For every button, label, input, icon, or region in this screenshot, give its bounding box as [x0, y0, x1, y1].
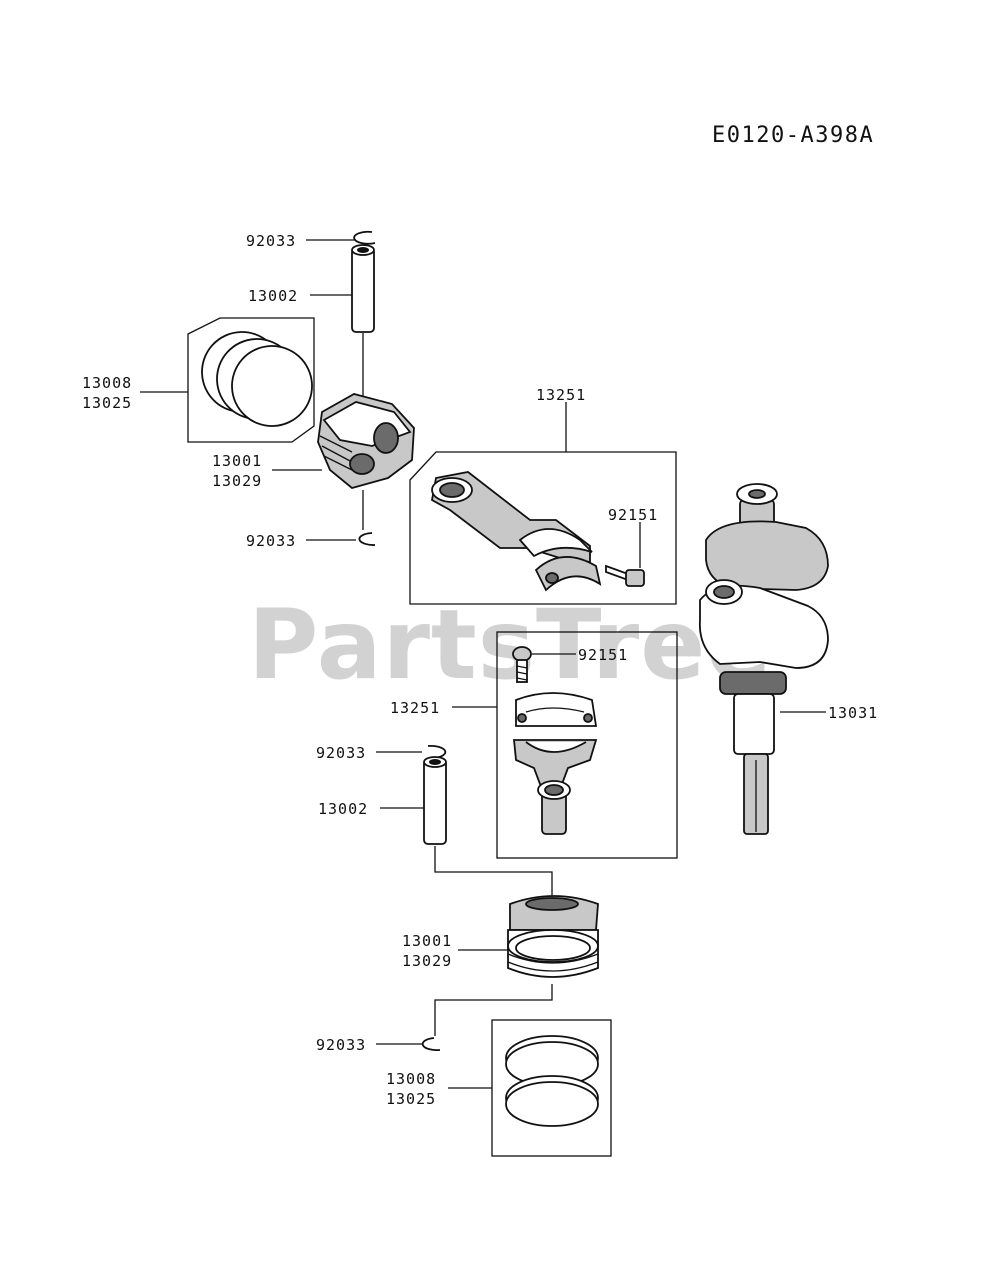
connecting-rod-top-part[interactable]: [430, 471, 602, 592]
rod-assy-top-box: [409, 451, 677, 605]
piston-pin-low-part[interactable]: [423, 756, 447, 845]
connecting-rod-mid-part[interactable]: [513, 692, 598, 835]
label-piston-top-a[interactable]: 13001: [212, 452, 262, 470]
watermark: PartsTree: [248, 589, 772, 701]
label-crankshaft[interactable]: 13031: [828, 704, 878, 722]
crankshaft-part[interactable]: [698, 483, 829, 835]
piston-top-part[interactable]: [317, 393, 415, 489]
leader-piston-to-circlip-low: [434, 984, 553, 1036]
leader-pin-to-piston-low: [434, 846, 553, 896]
rod-bolt-mid-part[interactable]: [512, 646, 532, 683]
rod-bolt-top-part[interactable]: [605, 564, 645, 587]
piston-pin-top-part[interactable]: [351, 244, 375, 333]
label-piston-top-b[interactable]: 13029: [212, 472, 262, 490]
label-circlip-low[interactable]: 92033: [316, 744, 366, 762]
label-rings-low-a[interactable]: 13008: [386, 1070, 436, 1088]
circlip-top-part[interactable]: [353, 230, 376, 245]
diagram-code: E0120-A398A: [712, 123, 874, 148]
label-pin-low[interactable]: 13002: [318, 800, 368, 818]
label-rod-assy-mid[interactable]: 13251: [390, 699, 440, 717]
label-circlip-bottom[interactable]: 92033: [316, 1036, 366, 1054]
label-piston-low-a[interactable]: 13001: [402, 932, 452, 950]
circlip-bottom-part[interactable]: [421, 1037, 441, 1052]
piston-rings-low-part[interactable]: [505, 1035, 599, 1127]
circlip-mid-part[interactable]: [358, 532, 376, 546]
piston-low-part[interactable]: [507, 895, 599, 978]
piston-rings-top-part[interactable]: [191, 321, 324, 438]
label-piston-low-b[interactable]: 13029: [402, 952, 452, 970]
label-circlip-mid[interactable]: 92033: [246, 532, 296, 550]
label-bolt-mid[interactable]: 92151: [578, 646, 628, 664]
label-rings-top-a[interactable]: 13008: [82, 374, 132, 392]
label-rings-low-b[interactable]: 13025: [386, 1090, 436, 1108]
label-bolt-top[interactable]: 92151: [608, 506, 658, 524]
label-circlip-top[interactable]: 92033: [246, 232, 296, 250]
rod-assy-mid-box: [496, 631, 678, 859]
label-pin-top[interactable]: 13002: [248, 287, 298, 305]
label-rings-top-b[interactable]: 13025: [82, 394, 132, 412]
label-rod-assy-top[interactable]: 13251: [536, 386, 586, 404]
rings-top-box: [187, 317, 315, 443]
